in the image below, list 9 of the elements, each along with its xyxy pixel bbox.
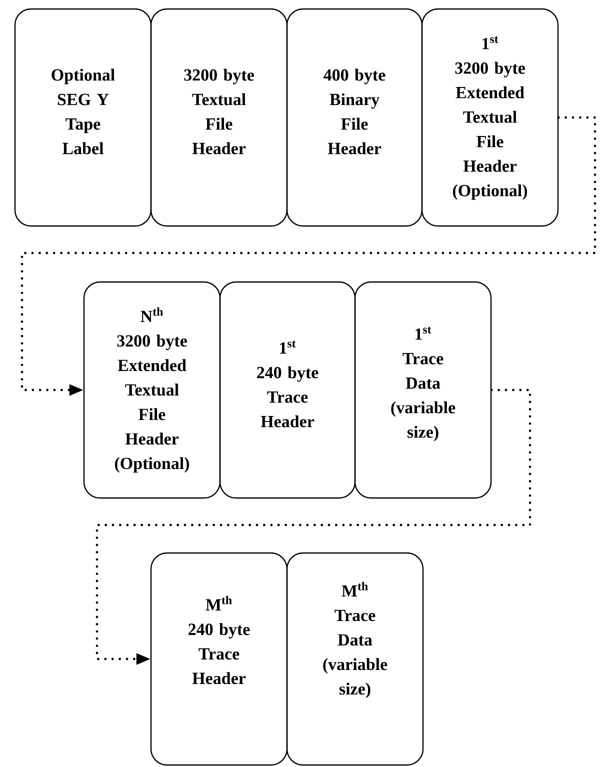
header-box: $\mathbf{M^{th}}$ 240 byte Trace Header: [150, 552, 288, 766]
header-box: 400 byte Binary File Header: [286, 8, 423, 227]
header-box: $\mathbf{N^{th}}$ 3200 byte Extended Textual File Header (Optional): [83, 281, 221, 499]
header-box: $\mathbf{1^{st}}$ Trace Data (variable size): [354, 281, 492, 499]
header-box: $\mathbf{1^{st}}$ 3200 byte Extended Textual File Header (Optional): [421, 8, 559, 227]
header-box: 3200 byte Textual File Header: [150, 8, 288, 227]
header-box: $\mathbf{1^{st}}$ 240 byte Trace Header: [219, 281, 356, 499]
header-box: $\mathbf{M^{th}}$ Trace Data (variable size): [286, 552, 424, 766]
header-box: Optional SEG Y Tape Label: [14, 8, 152, 227]
